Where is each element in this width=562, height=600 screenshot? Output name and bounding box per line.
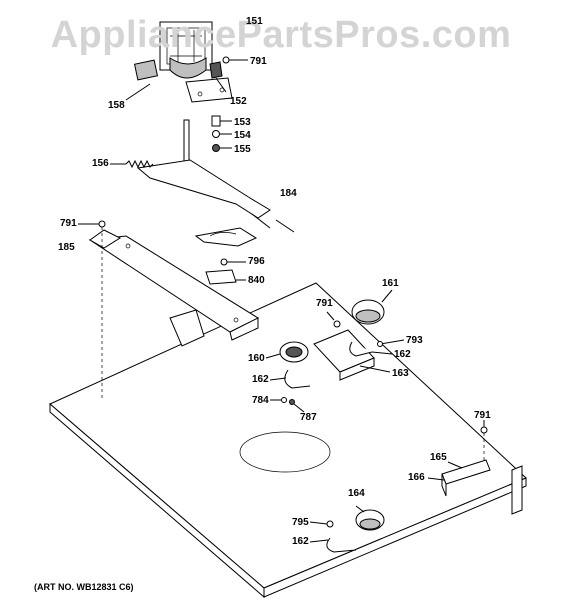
- callout-791: 791: [316, 298, 333, 309]
- callout-154: 154: [234, 130, 251, 141]
- callout-153: 153: [234, 117, 251, 128]
- callout-787: 787: [300, 412, 317, 423]
- art-number: (ART NO. WB12831 C6): [34, 582, 134, 592]
- callout-156: 156: [92, 158, 109, 169]
- callout-840: 840: [248, 275, 265, 286]
- screw-795: [309, 520, 334, 528]
- fastener-784-787: [270, 397, 305, 413]
- callout-791: 791: [60, 218, 77, 229]
- callout-793: 793: [406, 335, 423, 346]
- callout-161: 161: [382, 278, 399, 289]
- spring-156: [110, 159, 154, 169]
- callout-155: 155: [234, 144, 251, 155]
- callout-162: 162: [252, 374, 269, 385]
- callout-164: 164: [348, 488, 365, 499]
- callout-162: 162: [292, 536, 309, 547]
- callout-166: 166: [408, 472, 425, 483]
- switch-158: [125, 59, 159, 101]
- base-panel: [49, 282, 527, 599]
- thermostat-161: [351, 289, 393, 325]
- screw-796: [220, 258, 246, 266]
- rod-assembly-184: [136, 119, 295, 247]
- callout-184: 184: [280, 188, 297, 199]
- callout-791: 791: [474, 410, 491, 421]
- bracket-165-166: [427, 459, 491, 497]
- bracket-163: [313, 329, 391, 381]
- screw-793: [377, 339, 405, 347]
- callout-151: 151: [246, 16, 263, 27]
- callout-163: 163: [392, 368, 409, 379]
- clamp-162-upper: [349, 341, 393, 357]
- callout-784: 784: [252, 395, 269, 406]
- clamp-162-middle: [269, 369, 311, 389]
- screw-791-mid: [326, 311, 341, 328]
- screw-791-left: [78, 220, 106, 400]
- callout-791: 791: [250, 56, 267, 67]
- callout-152: 152: [230, 96, 247, 107]
- callout-165: 165: [430, 452, 447, 463]
- motor-assembly: [159, 21, 233, 103]
- callout-796: 796: [248, 256, 265, 267]
- sensor-160: [265, 341, 309, 363]
- bracket-185: [88, 229, 260, 347]
- screw-791-top: [222, 56, 248, 64]
- screw-791-right: [480, 420, 488, 470]
- callout-185: 185: [58, 242, 75, 253]
- clip-840: [205, 269, 246, 285]
- fastener-stack: [211, 115, 232, 152]
- clamp-162-lower: [309, 537, 357, 553]
- callout-158: 158: [108, 100, 125, 111]
- callout-160: 160: [248, 353, 265, 364]
- callout-795: 795: [292, 517, 309, 528]
- thermostat-164: [355, 505, 385, 531]
- burner-opening: [239, 431, 331, 473]
- clip-152: [209, 61, 227, 93]
- callout-162: 162: [394, 349, 411, 360]
